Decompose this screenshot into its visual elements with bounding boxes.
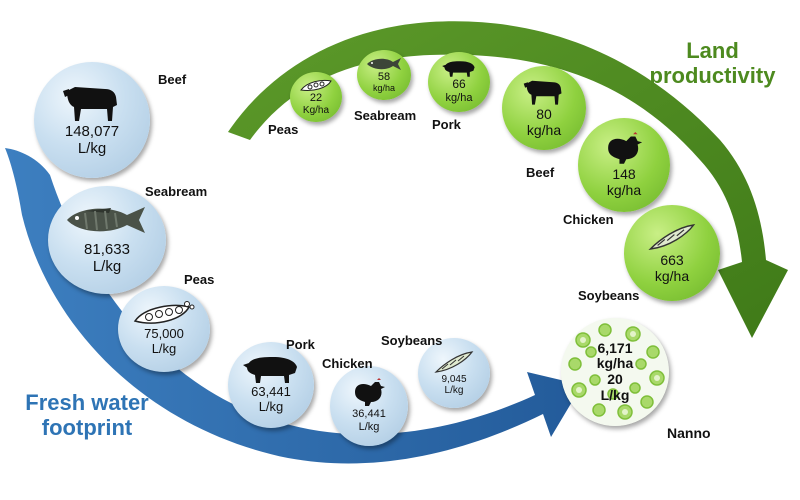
hen-icon [608,131,643,164]
land-peas-bubble: 22 Kg/ha [290,72,342,122]
nanno-land-unit: kg/ha [596,355,634,372]
pea-pod-icon [300,79,332,91]
fish-icon [367,57,401,70]
water-peas-unit: L/kg [151,341,177,356]
land-beef-bubble: 80 kg/ha [502,66,586,150]
nanno-water-value: 20 [607,371,623,387]
water-peas-label: Peas [184,272,215,287]
land-soybeans-label: Soybeans [578,288,640,303]
water-chicken-bubble: 36,441 L/kg [330,366,408,446]
water-chicken-value: 36,441 [352,408,386,421]
land-seabream-bubble: 58 kg/ha [357,50,411,100]
algae-cells-icon [561,318,669,426]
land-beef-value: 80 [536,105,552,122]
land-chicken-label: Chicken [563,212,614,227]
water-chicken-label: Chicken [322,356,373,371]
land-soybeans-unit: kg/ha [654,268,690,284]
land-peas-value: 22 [309,91,323,104]
water-beef-unit: L/kg [77,140,107,157]
water-chicken-unit: L/kg [358,421,380,433]
water-arrow-icon [5,148,582,464]
water-beef-label: Beef [158,72,187,87]
land-soybeans-value: 663 [660,251,684,268]
water-soybeans-unit: L/kg [444,385,464,396]
nanno-water-unit: L/kg [600,386,630,403]
land-beef-unit: kg/ha [526,122,562,138]
land-seabream-value: 58 [377,70,391,83]
land-chicken-bubble: 148 kg/ha [578,118,670,212]
water-peas-value: 75,000 [144,326,184,342]
water-title-line-1: Fresh water [25,390,149,415]
land-beef-label: Beef [526,165,555,180]
water-pork-unit: L/kg [258,399,284,414]
nanno-values: 6,171 kg/ha 20 L/kg [561,318,669,426]
water-title-line-2: footprint [41,415,133,441]
water-footprint-title: Fresh water footprint [12,390,162,441]
hen-icon [355,378,385,407]
water-seabream-unit: L/kg [92,258,122,275]
cow-icon [63,86,117,121]
fish-icon [67,206,145,233]
pig-icon [243,357,297,384]
soybean-pod-icon [434,350,474,373]
water-seabream-value: 81,633 [84,240,130,258]
water-soybeans-bubble: 9,045 L/kg [418,338,490,408]
water-soybeans-label: Soybeans [381,333,443,348]
nanno-land-value: 6,171 [597,339,633,356]
land-title-line-2: productivity [649,63,776,89]
water-beef-bubble: 148,077 L/kg [34,62,150,178]
land-soybeans-bubble: 663 kg/ha [624,205,720,301]
pig-icon [442,60,475,77]
land-peas-label: Peas [268,122,299,137]
land-chicken-unit: kg/ha [606,182,642,198]
land-chicken-value: 148 [612,165,636,182]
water-seabream-label: Seabream [145,184,208,199]
land-title-line-1: Land [686,38,739,63]
nanno-label: Nanno [667,425,711,441]
nanno-bubble: 6,171 kg/ha 20 L/kg [561,318,669,426]
water-pork-label: Pork [286,337,315,352]
cow-icon [523,80,562,105]
land-productivity-title: Land productivity [640,38,785,89]
land-pork-label: Pork [432,117,461,132]
land-arrow-icon [228,21,788,338]
pea-pod-icon [133,301,195,324]
soybean-pod-icon [648,223,696,250]
water-soybeans-value: 9,045 [441,373,467,385]
water-pork-bubble: 63,441 L/kg [228,342,314,428]
land-pork-bubble: 66 kg/ha [428,52,490,112]
land-seabream-unit: kg/ha [372,83,396,94]
land-peas-unit: Kg/ha [302,104,330,116]
water-beef-value: 148,077 [64,122,120,140]
water-peas-bubble: 75,000 L/kg [118,286,210,372]
land-pork-value: 66 [452,76,466,91]
water-seabream-bubble: 81,633 L/kg [48,186,166,294]
land-pork-unit: kg/ha [445,91,473,104]
land-seabream-label: Seabream [354,108,417,123]
water-pork-value: 63,441 [251,384,291,400]
